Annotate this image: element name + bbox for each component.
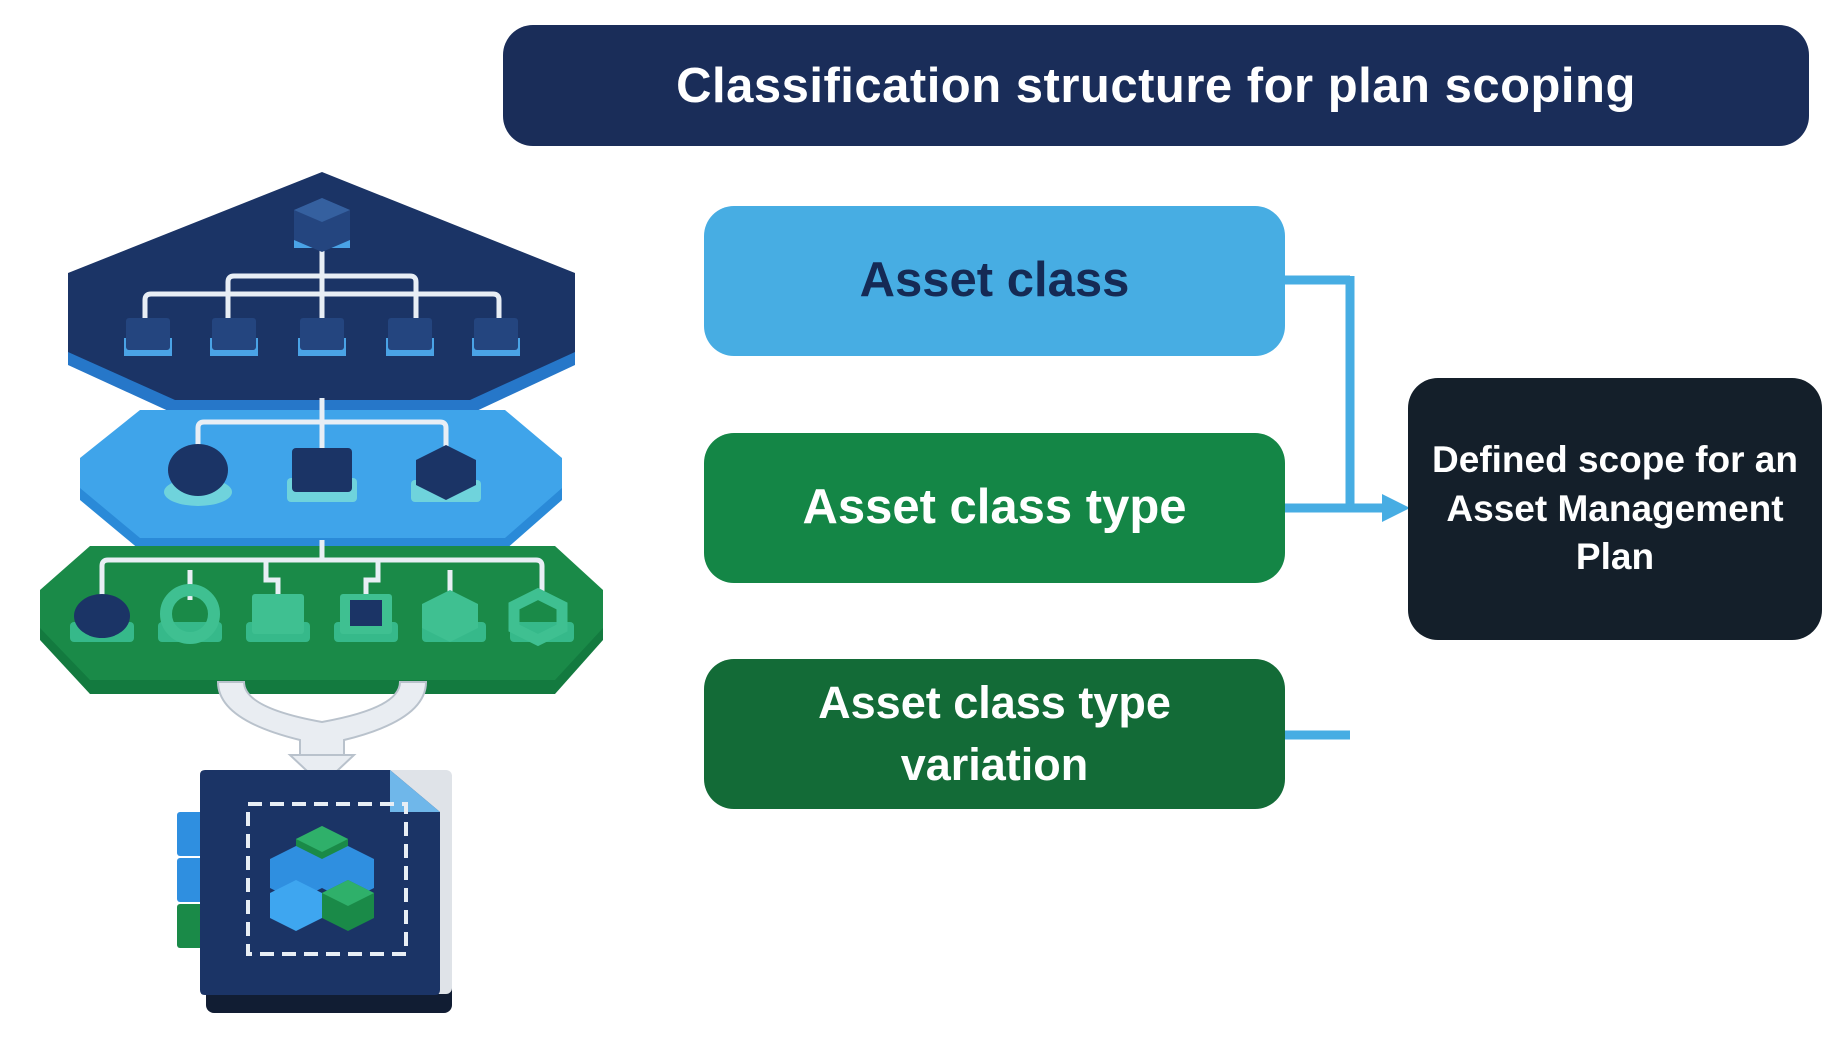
square-node-icon <box>287 448 357 502</box>
connector-lines <box>1285 275 1386 740</box>
asset-class-type-box: Asset class type <box>704 433 1285 583</box>
green-hexagon-node-icon <box>422 590 478 642</box>
bottom-hierarchy-layer <box>40 540 603 694</box>
plan-book-icon <box>177 770 452 1013</box>
green-square-node-icon <box>252 594 304 634</box>
diagram-title: Classification structure for plan scopin… <box>503 25 1809 146</box>
asset-class-box: Asset class <box>704 206 1285 356</box>
green-circle-node-icon <box>74 594 130 638</box>
defined-scope-label: Defined scope for an Asset Management Pl… <box>1432 438 1798 578</box>
asset-class-type-variation-label: Asset class type variation <box>818 676 1171 790</box>
green-hex-ring-node-icon <box>508 587 568 647</box>
circle-node-icon <box>164 444 232 506</box>
top-hierarchy-layer <box>68 172 575 414</box>
merge-arrow <box>216 681 428 787</box>
connector-arrowhead <box>1382 494 1410 522</box>
top-node-icon <box>294 198 350 252</box>
green-ring-node-icon <box>160 584 220 644</box>
middle-hierarchy-layer <box>80 398 562 550</box>
defined-scope-box: Defined scope for an Asset Management Pl… <box>1408 378 1822 640</box>
hexagon-node-icon <box>411 445 481 502</box>
green-inset-square-node-icon <box>340 594 392 634</box>
asset-class-type-variation-box: Asset class type variation <box>704 659 1285 809</box>
